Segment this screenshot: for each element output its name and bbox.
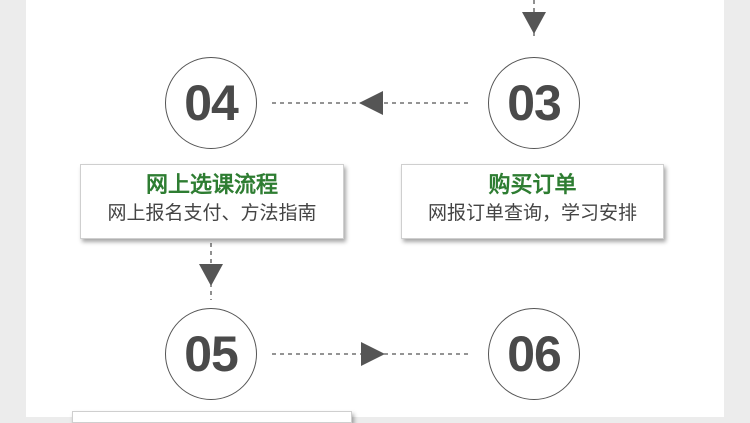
step-subtitle-04: 网上报名支付、方法指南: [107, 202, 317, 224]
step-circle-04: 04: [165, 57, 257, 149]
step-subtitle-03: 网报订单查询，学习安排: [427, 202, 637, 224]
step-number-04: 04: [184, 75, 239, 131]
arrow-down-into-05: [199, 264, 223, 286]
step-title-04: 网上选课流程: [145, 173, 278, 198]
step-circle-06: 06: [488, 308, 580, 400]
arrow-left-into-04: [359, 91, 383, 115]
step-card-03: 购买订单 网报订单查询，学习安排: [401, 164, 664, 239]
step-title-03: 购买订单: [488, 173, 577, 198]
step-circle-03: 03: [488, 57, 580, 149]
step-number-03: 03: [507, 75, 562, 131]
step-number-06: 06: [507, 326, 562, 382]
step-number-05: 05: [184, 326, 239, 382]
step-card-05-partial: [72, 411, 352, 423]
step-card-04: 网上选课流程 网上报名支付、方法指南: [80, 164, 344, 239]
step-circle-05: 05: [165, 308, 257, 400]
arrow-down-into-03: [522, 12, 546, 34]
arrow-right-into-06: [361, 342, 385, 366]
